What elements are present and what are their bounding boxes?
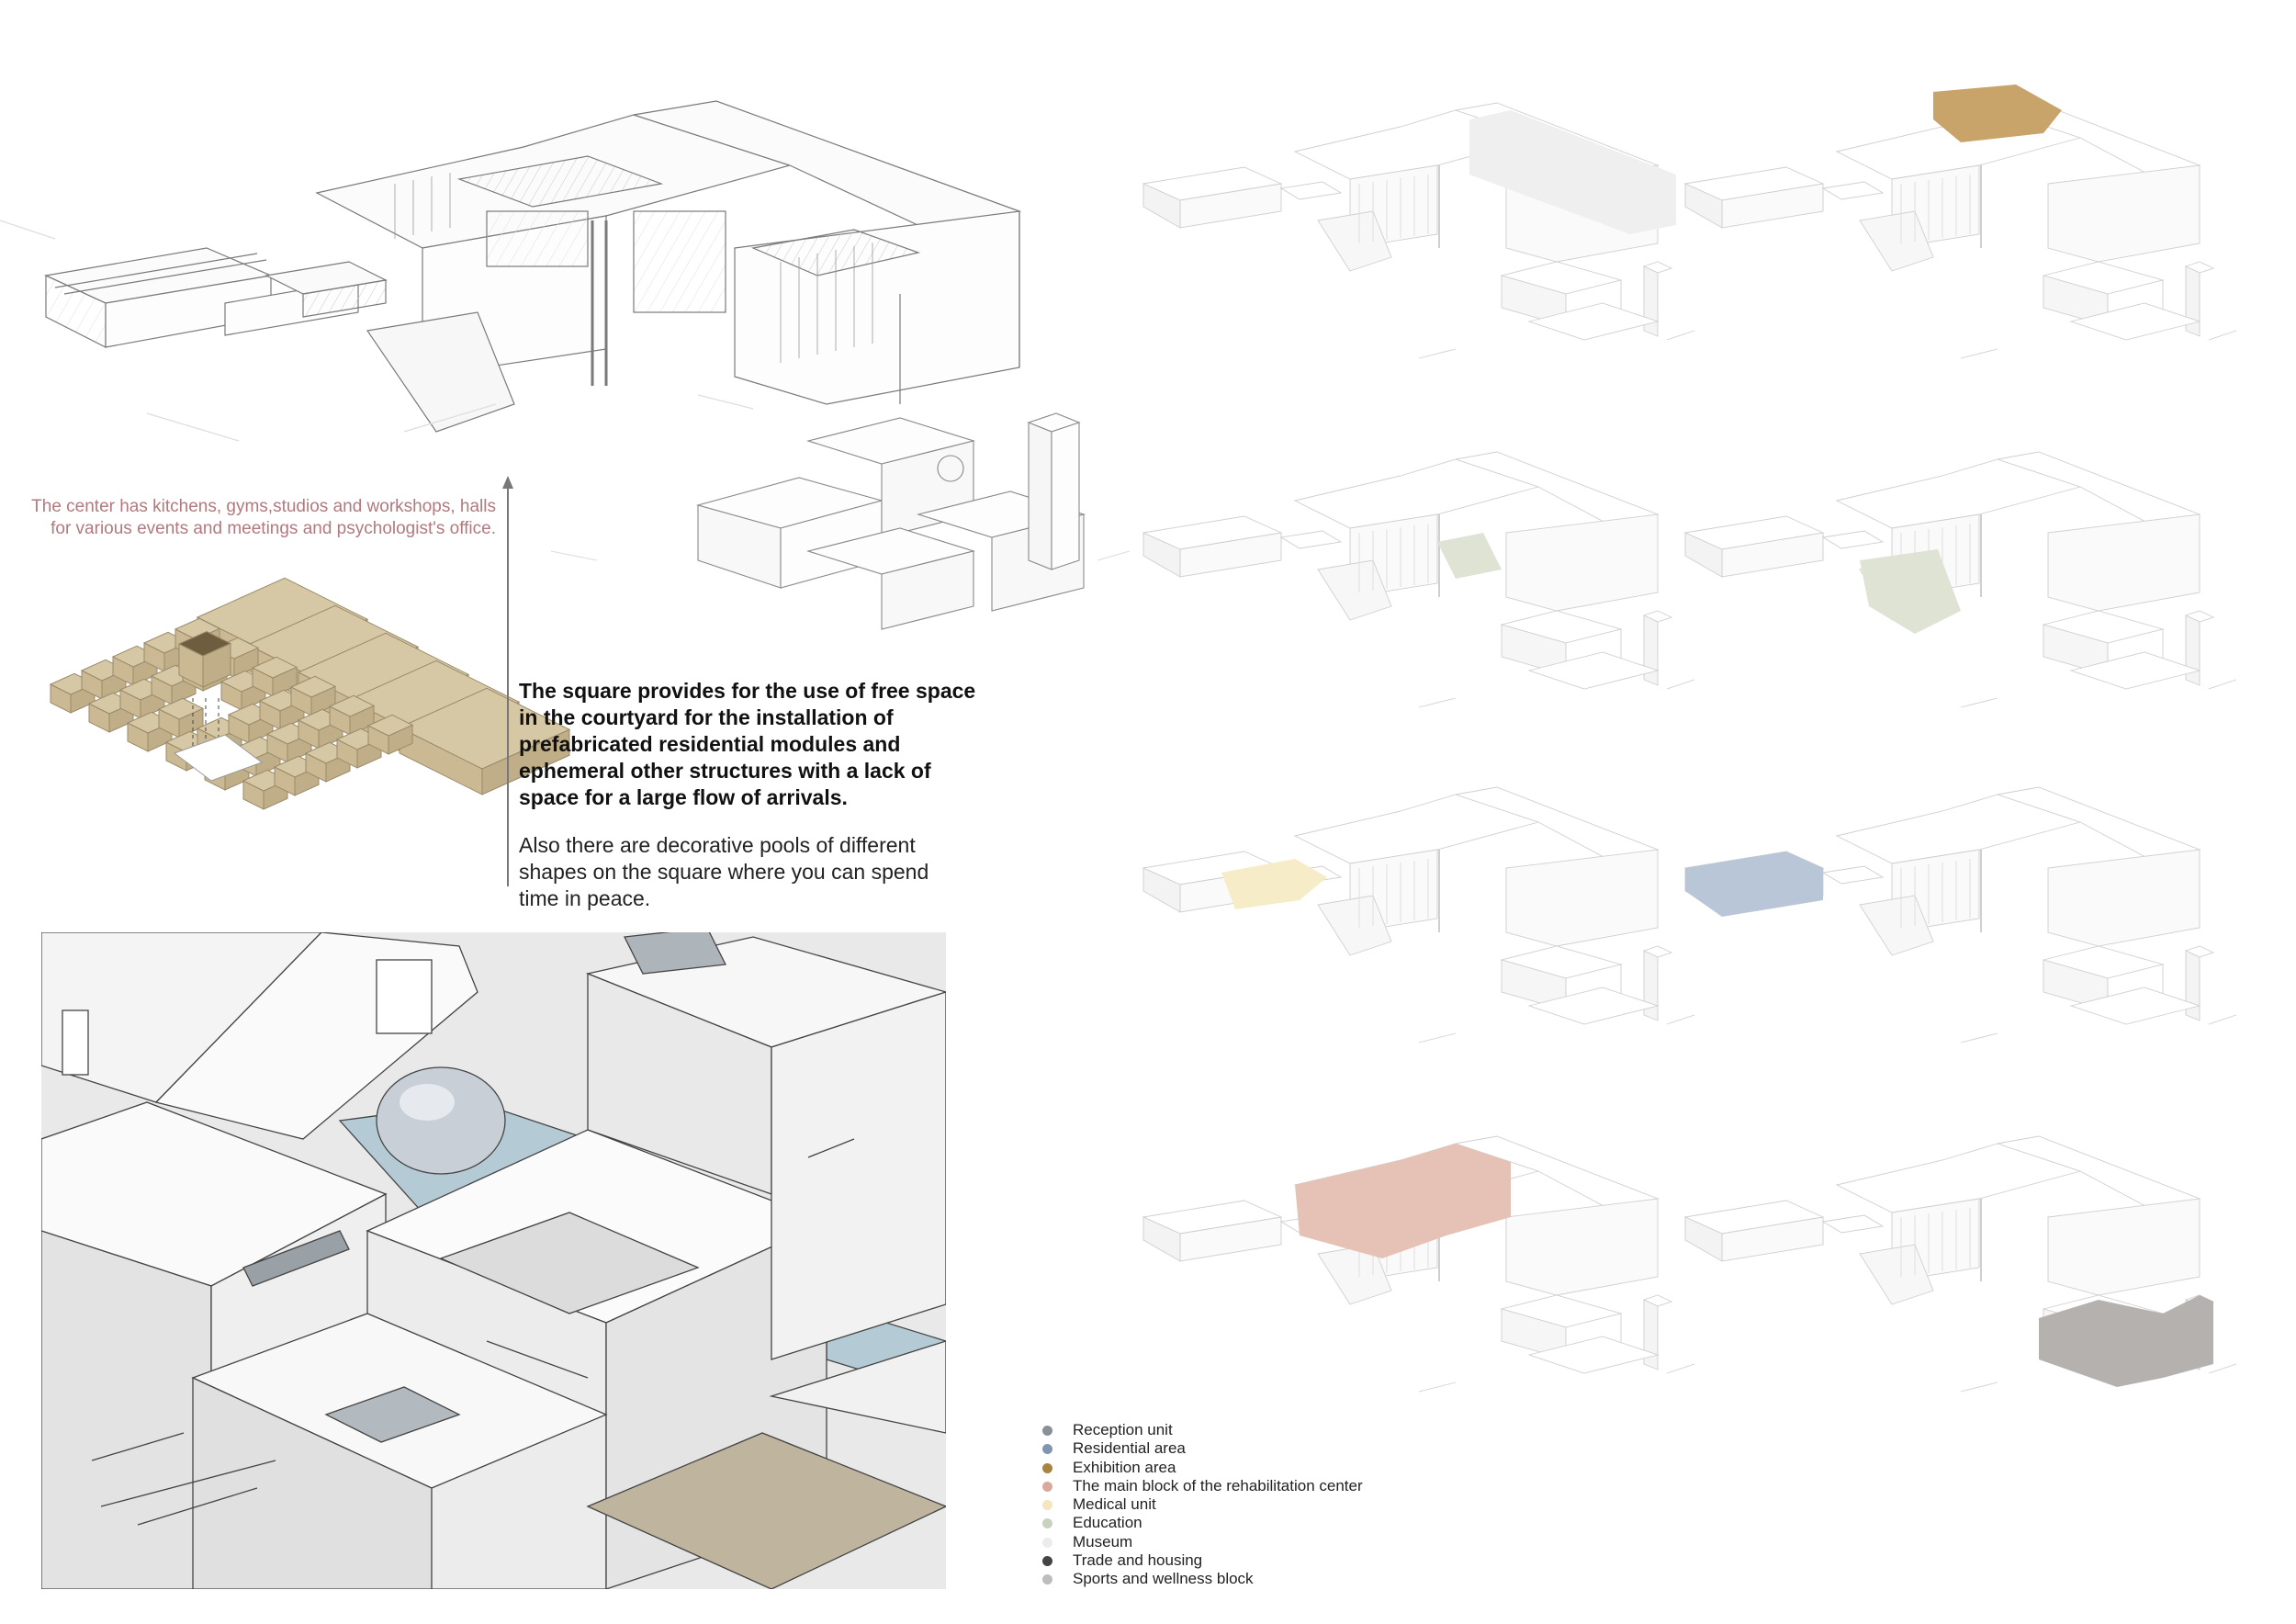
highlight-volume bbox=[2039, 1295, 2213, 1387]
legend-dot bbox=[1042, 1537, 1052, 1548]
legend-item-reception: Reception unit bbox=[1036, 1421, 1422, 1439]
legend-dot bbox=[1042, 1518, 1052, 1529]
legend-item-residential: Residential area bbox=[1036, 1439, 1422, 1458]
legend-dot bbox=[1042, 1574, 1052, 1585]
axon-thumbnail bbox=[1142, 451, 1695, 708]
legend-dot bbox=[1042, 1500, 1052, 1511]
axon-thumbnail bbox=[1683, 451, 2237, 708]
legend-item-education: Education bbox=[1036, 1514, 1422, 1532]
modules-diagram bbox=[49, 577, 571, 810]
legend-item-museum: Museum bbox=[1036, 1533, 1422, 1551]
legend-dot bbox=[1042, 1462, 1052, 1473]
courtyard-render bbox=[41, 932, 946, 1589]
legend-dot bbox=[1042, 1426, 1052, 1436]
square-description-bold: The square provides for the use of free … bbox=[519, 679, 976, 809]
highlight-volume bbox=[1437, 533, 1502, 579]
highlight-volume bbox=[1685, 851, 1823, 917]
legend: Reception unit Residential area Exhibiti… bbox=[1036, 1421, 1422, 1589]
highlight-volume bbox=[1860, 549, 1961, 634]
axon-thumbnail bbox=[1142, 102, 1695, 359]
module-top bbox=[157, 697, 205, 720]
axon-thumbnail bbox=[1683, 786, 2237, 1043]
axon-thumbnail bbox=[1142, 786, 1695, 1043]
module-top bbox=[398, 687, 571, 770]
module-top bbox=[289, 675, 337, 698]
highlight-volume bbox=[1469, 110, 1676, 234]
legend-item-trade: Trade and housing bbox=[1036, 1551, 1422, 1570]
vertical-arrow bbox=[502, 476, 513, 886]
small-axonometrics bbox=[1142, 85, 2237, 1393]
highlight-volume bbox=[1933, 85, 2062, 142]
center-caption: The center has kitchens, gyms,studios an… bbox=[31, 497, 496, 538]
legend-dot bbox=[1042, 1556, 1052, 1567]
highlight-volume bbox=[1221, 859, 1327, 909]
main-axonometric-drawing bbox=[0, 100, 1022, 442]
residential-cluster-drawing bbox=[550, 412, 1131, 630]
legend-item-medical: Medical unit bbox=[1036, 1495, 1422, 1514]
module-top bbox=[328, 694, 376, 717]
highlight-volume bbox=[1295, 1144, 1511, 1258]
axon-thumbnail bbox=[1683, 1135, 2237, 1393]
module-top bbox=[251, 656, 298, 679]
legend-dot bbox=[1042, 1481, 1052, 1492]
axon-thumbnail bbox=[1142, 1135, 1695, 1393]
module-top bbox=[177, 630, 232, 657]
pools-description: Also there are decorative pools of diffe… bbox=[519, 833, 929, 910]
module-top bbox=[366, 714, 414, 737]
legend-item-main-block: The main block of the rehabilitation cen… bbox=[1036, 1477, 1422, 1495]
module-top bbox=[174, 617, 221, 640]
legend-dot bbox=[1042, 1444, 1052, 1455]
legend-item-exhibition: Exhibition area bbox=[1036, 1459, 1422, 1477]
legend-item-sports: Sports and wellness block bbox=[1036, 1570, 1422, 1588]
axon-thumbnail bbox=[1683, 85, 2237, 359]
